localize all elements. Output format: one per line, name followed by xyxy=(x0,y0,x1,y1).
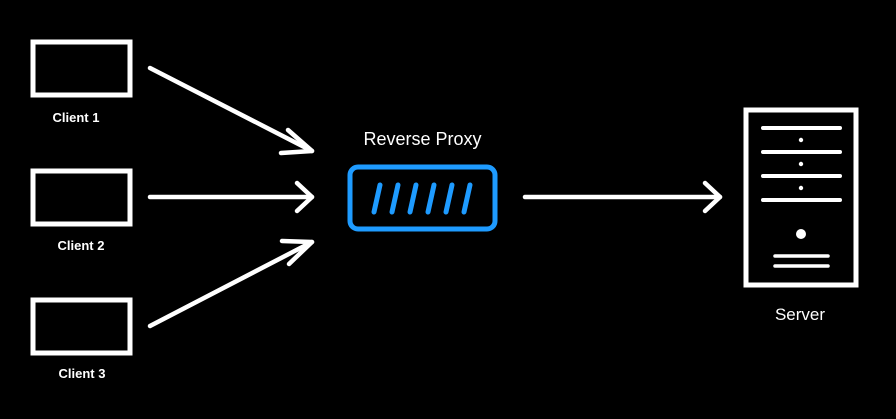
proxy-device-icon xyxy=(347,164,498,232)
client-1-to-proxy-arrow xyxy=(147,65,315,156)
client-1-label: Client 1 xyxy=(52,110,100,125)
client-3-box xyxy=(30,297,133,356)
server-label: Server xyxy=(774,305,826,324)
proxy-label: Reverse Proxy xyxy=(363,129,482,149)
client-3-to-proxy-arrow xyxy=(147,238,315,329)
client-2-to-proxy-arrow xyxy=(147,180,315,214)
client-3-label: Client 3 xyxy=(58,366,106,381)
client-1-box xyxy=(30,39,133,98)
client-2-box xyxy=(30,168,133,227)
client-2-label: Client 2 xyxy=(57,238,105,253)
proxy-to-server-arrow xyxy=(522,180,723,214)
server-icon xyxy=(743,107,859,288)
